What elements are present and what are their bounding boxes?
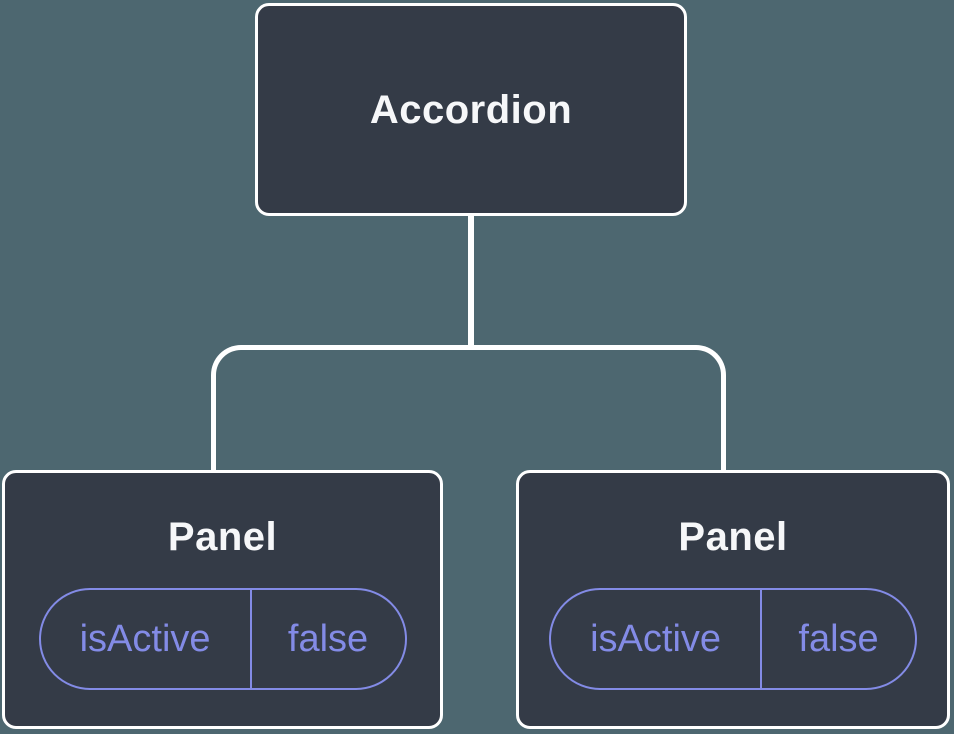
tree-node-accordion: Accordion	[255, 3, 687, 216]
tree-node-panel-right: Panel isActive false	[516, 470, 950, 729]
state-value-label: false	[287, 617, 369, 660]
connector-branch-bracket	[211, 345, 726, 471]
state-pill: isActive false	[38, 588, 407, 690]
state-key-label: isActive	[41, 590, 252, 688]
accordion-node-label: Accordion	[369, 87, 573, 132]
tree-node-panel-left: Panel isActive false	[2, 470, 443, 729]
connector-stem-line	[468, 214, 474, 348]
panel-node-label: Panel	[167, 515, 278, 559]
state-key-label: isActive	[551, 590, 763, 688]
panel-node-label: Panel	[678, 515, 788, 559]
state-pill: isActive false	[549, 588, 917, 690]
state-value-label: false	[798, 617, 879, 660]
